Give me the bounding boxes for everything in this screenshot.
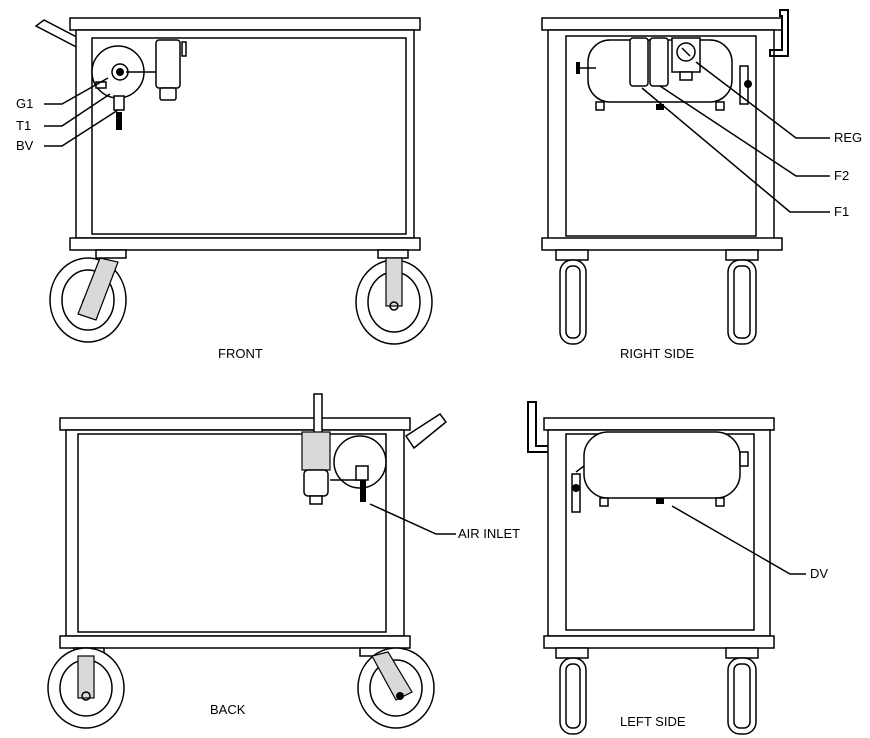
reg-leader (695, 61, 830, 139)
back-handle (404, 412, 448, 450)
back-filter (301, 393, 331, 505)
f1-leader (641, 87, 830, 213)
callout-f2: F2 (834, 168, 849, 183)
right-regulator (671, 37, 701, 81)
dv-leader (671, 505, 806, 575)
front-caster-left (49, 249, 127, 343)
front-view: G1 T1 BV FRONT (16, 17, 433, 361)
front-caster-right (355, 249, 433, 345)
caption-right-side: RIGHT SIDE (620, 346, 694, 361)
caption-front: FRONT (218, 346, 263, 361)
callout-g1: G1 (16, 96, 33, 111)
right-casters (555, 249, 759, 345)
callout-air-inlet: AIR INLET (458, 526, 520, 541)
right-side-view: REG F2 F1 RIGHT SIDE (541, 9, 862, 361)
left-casters (555, 647, 759, 735)
left-tank (571, 431, 749, 513)
right-filters (629, 37, 669, 110)
f2-leader (659, 85, 830, 177)
bv-leader (44, 109, 119, 147)
callout-dv: DV (810, 566, 828, 581)
back-tank (330, 435, 387, 502)
callout-t1: T1 (16, 118, 31, 133)
t1-leader (44, 93, 111, 127)
callout-f1: F1 (834, 204, 849, 219)
caption-left-side: LEFT SIDE (620, 714, 686, 729)
back-view: AIR INLET BACK (47, 393, 520, 729)
callout-bv: BV (16, 138, 34, 153)
air-inlet-leader (369, 503, 456, 535)
left-side-view: DV LEFT SIDE (527, 401, 828, 735)
caption-back: BACK (210, 702, 246, 717)
back-casters (47, 647, 435, 729)
right-handle (769, 9, 789, 57)
callout-reg: REG (834, 130, 862, 145)
front-filter (155, 39, 187, 101)
g1-leader (44, 77, 109, 105)
